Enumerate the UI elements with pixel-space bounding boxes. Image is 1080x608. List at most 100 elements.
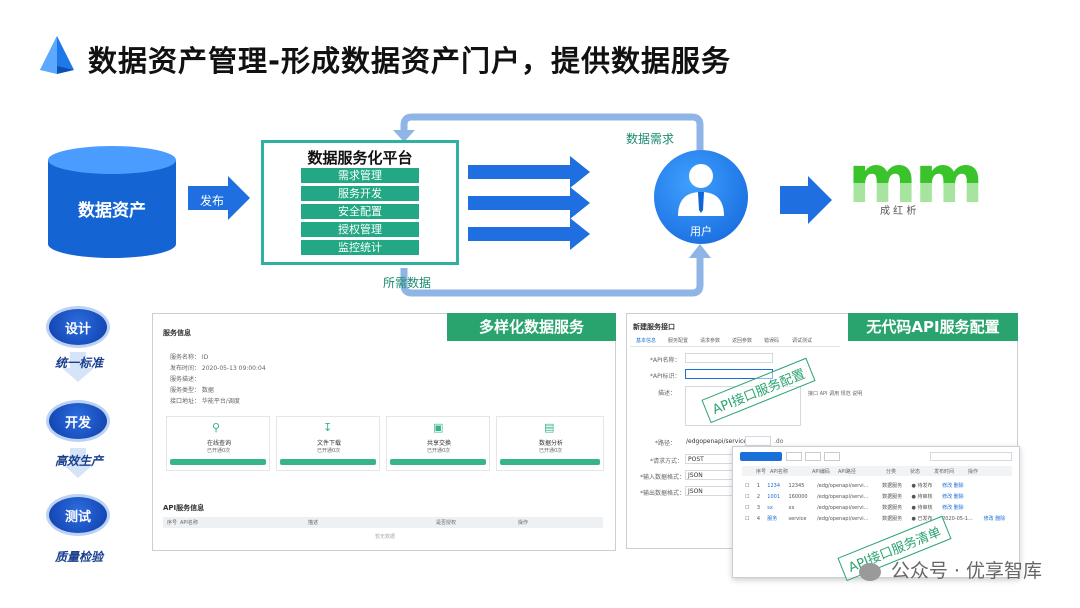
info-line: 服务名称： ID bbox=[170, 354, 209, 361]
test-label: 测试 bbox=[64, 510, 91, 525]
card-apply-button[interactable] bbox=[170, 459, 266, 465]
output-caption: 成 红 析 bbox=[880, 206, 917, 217]
api-name-input[interactable] bbox=[685, 353, 773, 363]
platform-title: 数据服务化平台 bbox=[307, 149, 413, 167]
cell: /edg/openapi/servi... bbox=[816, 504, 869, 511]
info-line: 接口地址： 华能平台/调度 bbox=[170, 398, 240, 405]
list-col: 操作 bbox=[968, 469, 979, 475]
design-label: 设计 bbox=[64, 322, 91, 337]
cell[interactable]: 修改 删除 bbox=[942, 483, 964, 489]
cell: 2020-05-1... bbox=[942, 515, 973, 522]
row-checkbox[interactable]: ☐ bbox=[745, 515, 750, 522]
cell: sx bbox=[767, 504, 773, 511]
tab-request[interactable]: 请求参数 bbox=[700, 338, 721, 344]
cell: 数据服务 bbox=[882, 494, 903, 500]
table-row[interactable]: ☐ 2 1001 160000 /edg/openapi/servi... 数据… bbox=[742, 491, 1012, 502]
wechat-footer: 公众号 · 优享智库 bbox=[858, 556, 1042, 583]
platform-item: 安全配置 bbox=[301, 204, 419, 219]
new-api-button[interactable] bbox=[740, 452, 782, 461]
info-line: 服务描述： bbox=[170, 376, 201, 383]
cell[interactable]: 修改 删除 bbox=[942, 505, 964, 511]
tab-divider bbox=[630, 346, 840, 347]
path-input[interactable] bbox=[745, 436, 771, 446]
card-sub: 已开通0次 bbox=[207, 448, 231, 454]
info-line: 服务类型： 数据 bbox=[170, 387, 214, 394]
cell[interactable]: 修改 删除 bbox=[942, 494, 964, 500]
row-checkbox[interactable]: ☐ bbox=[745, 493, 750, 500]
platform-item: 服务开发 bbox=[301, 186, 419, 201]
list-col: 分类 bbox=[886, 469, 897, 475]
api-col: API名称 bbox=[180, 520, 198, 526]
tab-config[interactable]: 服务配置 bbox=[668, 338, 689, 344]
api-search-input[interactable] bbox=[930, 452, 1012, 461]
data-asset-label: 数据资产 bbox=[78, 201, 146, 221]
demand-label: 数据需求 bbox=[626, 132, 675, 146]
footer-text: 公众号 · 优享智库 bbox=[890, 560, 1042, 582]
cell: ● 已发布 bbox=[911, 516, 933, 522]
toolbar-button[interactable] bbox=[786, 452, 802, 461]
list-header-row bbox=[742, 466, 1012, 476]
cell: 服务 bbox=[767, 516, 778, 522]
cell[interactable]: 修改 删除 bbox=[983, 516, 1006, 522]
develop-node bbox=[46, 400, 110, 442]
platform-item: 授权管理 bbox=[301, 222, 419, 237]
test-caption: 质量检验 bbox=[54, 550, 103, 564]
tab-debug[interactable]: 调试测试 bbox=[792, 338, 813, 344]
cell: 3 bbox=[756, 504, 761, 511]
develop-label: 开发 bbox=[64, 416, 91, 431]
toolbar-button[interactable] bbox=[824, 452, 840, 461]
list-col: 序号 bbox=[756, 469, 767, 475]
api-list-rows: ☐ 1 1234 12345 /edg/openapi/servi... 数据服… bbox=[742, 480, 1012, 524]
path-value: /edgopenapi/service/ bbox=[686, 438, 749, 445]
tab-basic[interactable]: 基本信息 bbox=[636, 338, 657, 344]
service-arrow-2 bbox=[468, 187, 590, 219]
flow-arrows bbox=[48, 113, 832, 297]
api-note: 接口 API 调用 规范 说明 bbox=[808, 391, 863, 397]
api-list-table: ☐ 1 1234 12345 /edg/openapi/servi... 数据服… bbox=[742, 480, 1012, 524]
card-sub: 已开通0次 bbox=[317, 448, 341, 454]
list-col: 发布时间 bbox=[934, 469, 955, 475]
toolbar-button[interactable] bbox=[805, 452, 821, 461]
table-row[interactable]: ☐ 4 服务 service /edg/openapi/servi... 数据服… bbox=[742, 513, 1012, 524]
user-icon bbox=[678, 164, 724, 216]
download-icon: ↧ bbox=[323, 421, 333, 434]
cell: 4 bbox=[756, 515, 761, 522]
api-col: 描述 bbox=[308, 520, 319, 526]
tab-response[interactable]: 返回参数 bbox=[732, 338, 753, 344]
cell: 2 bbox=[756, 493, 761, 500]
service-arrow-1 bbox=[468, 156, 590, 188]
card-name: 数据分析 bbox=[539, 440, 564, 447]
field-label: *输出数据格式： bbox=[640, 490, 686, 497]
tab-error[interactable]: 错误码 bbox=[764, 338, 780, 344]
card-name: 共享交换 bbox=[427, 440, 452, 447]
api-table-header bbox=[163, 517, 603, 528]
row-checkbox[interactable]: ☐ bbox=[745, 504, 750, 511]
data-loop-arrow bbox=[400, 256, 704, 297]
logo-icon bbox=[40, 36, 74, 74]
cell: ● 待审核 bbox=[911, 505, 933, 511]
data-asset-cylinder bbox=[48, 146, 176, 258]
info-line: 发布时间： 2020-05-13 09:00:04 bbox=[170, 365, 266, 372]
api-col: 序号 bbox=[167, 520, 178, 526]
platform-item: 需求管理 bbox=[301, 168, 419, 183]
output-format-value: JSON bbox=[688, 488, 703, 495]
cell: 1001 bbox=[767, 493, 781, 500]
card-apply-button[interactable] bbox=[500, 459, 600, 465]
test-node bbox=[46, 494, 110, 536]
cell: /edg/openapi/servi... bbox=[816, 493, 869, 500]
card-name: 文件下载 bbox=[317, 440, 342, 447]
table-row[interactable]: ☐ 3 sx xx /edg/openapi/servi... 数据服务 ● 待… bbox=[742, 502, 1012, 513]
card-sub: 已开通0次 bbox=[539, 448, 563, 454]
new-api-header: 新建服务接口 bbox=[633, 323, 675, 331]
cell: 数据服务 bbox=[882, 505, 903, 511]
cell: 12345 bbox=[788, 482, 805, 489]
diverse-service-tag: 多样化数据服务 bbox=[447, 313, 616, 341]
cell: 1234 bbox=[767, 482, 781, 489]
api-col: 是否授权 bbox=[436, 520, 457, 526]
row-checkbox[interactable]: ☐ bbox=[745, 482, 750, 489]
user-label: 用户 bbox=[690, 225, 712, 238]
publish-label: 发布 bbox=[200, 194, 225, 208]
card-apply-button[interactable] bbox=[390, 459, 486, 465]
card-apply-button[interactable] bbox=[280, 459, 376, 465]
table-row[interactable]: ☐ 1 1234 12345 /edg/openapi/servi... 数据服… bbox=[742, 480, 1012, 491]
